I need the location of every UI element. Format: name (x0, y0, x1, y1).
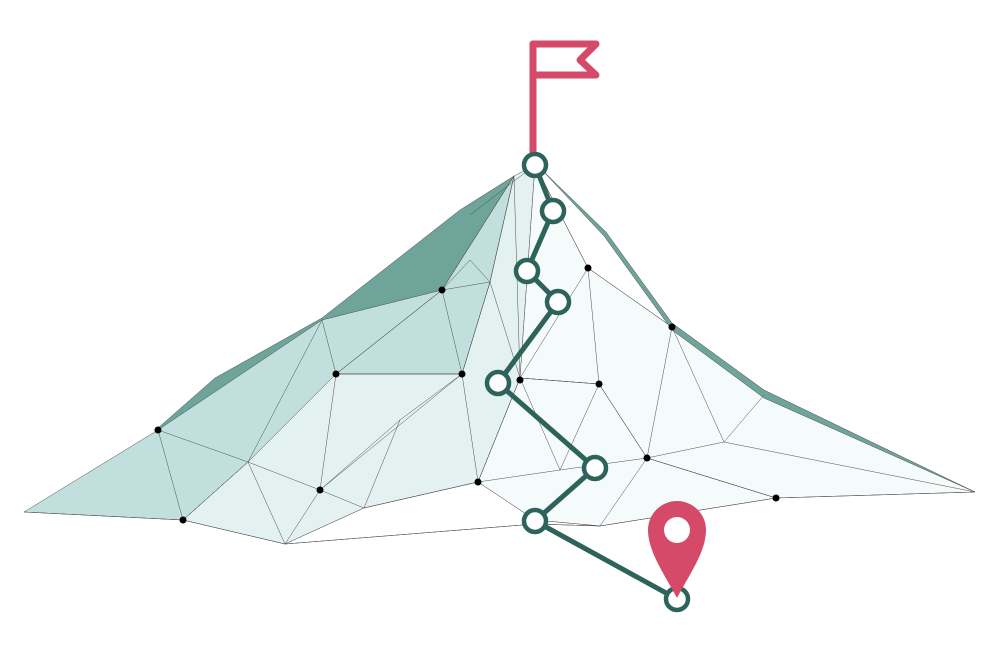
vertex-dot (438, 286, 446, 294)
vertex-dot (332, 370, 340, 378)
mesh-edge (157, 429, 184, 521)
vertex-dot (316, 486, 324, 494)
mesh-edge (559, 383, 600, 471)
mesh-edge (319, 489, 365, 509)
mesh-edge (247, 461, 286, 545)
vertex-dot (154, 426, 162, 434)
mesh-edge (587, 267, 673, 328)
mesh-edge (247, 461, 321, 491)
mesh-edge (321, 319, 337, 375)
mesh-edge (723, 394, 765, 443)
waypoint-circle (581, 454, 609, 482)
mesh-edge (319, 419, 401, 491)
mesh-edge (441, 281, 491, 291)
mesh-edge (363, 481, 479, 509)
vertex-dot (458, 370, 466, 378)
mesh-edge (284, 489, 321, 545)
mesh-edge (477, 469, 561, 483)
waypoint-circle (513, 257, 541, 285)
mesh-edge (519, 377, 561, 471)
waypoint-circle (521, 151, 549, 179)
summit-flag-icon (529, 40, 600, 164)
mesh-edge (646, 457, 777, 499)
mesh-edge (247, 319, 323, 463)
mesh-edge (723, 441, 976, 493)
mesh-edge (335, 289, 443, 375)
mesh-edge (461, 281, 491, 375)
waypoint-circle (521, 507, 549, 535)
mesh-edge (441, 289, 463, 375)
mesh-edge (363, 419, 401, 509)
vertex-dot (772, 494, 780, 502)
vertex-dot (595, 380, 603, 388)
waypoint-circle (539, 197, 567, 225)
mesh-edge (441, 259, 471, 291)
mesh-edge (247, 373, 337, 463)
mesh-edge (157, 429, 249, 463)
mesh-edge (775, 491, 976, 499)
mountain-faces (23, 164, 976, 545)
mesh-edge (319, 373, 337, 491)
mesh-edge (646, 326, 673, 459)
mesh-edge (182, 461, 249, 521)
mesh-edge (671, 326, 725, 443)
mesh-edge (519, 267, 589, 379)
mesh-edge (23, 511, 184, 521)
mesh-edge (646, 441, 725, 459)
mesh-edge (284, 523, 536, 545)
mesh-edge (598, 383, 648, 459)
vertex-dot (179, 516, 187, 524)
vertex-dot (474, 478, 482, 486)
mesh-edge (319, 373, 463, 491)
mesh-edge (461, 373, 479, 483)
vertex-dot (668, 323, 676, 331)
waypoint-circle (484, 369, 512, 397)
mesh-edge (469, 259, 491, 283)
mesh-edge (587, 267, 600, 385)
mesh-edge (399, 373, 463, 421)
vertex-dot (584, 264, 592, 272)
vertex-dots (154, 264, 780, 524)
vertex-dot (516, 376, 524, 384)
waypoints (484, 151, 691, 613)
vertex-dot (643, 454, 651, 462)
mesh-edge (489, 175, 515, 283)
location-pin-icon (648, 501, 706, 598)
mesh-edge (469, 164, 536, 216)
waypoint-circle (544, 288, 572, 316)
mesh-edge (441, 175, 515, 291)
mesh-edge (519, 377, 600, 385)
mesh-edge (182, 519, 286, 545)
mesh-edge (599, 457, 648, 527)
